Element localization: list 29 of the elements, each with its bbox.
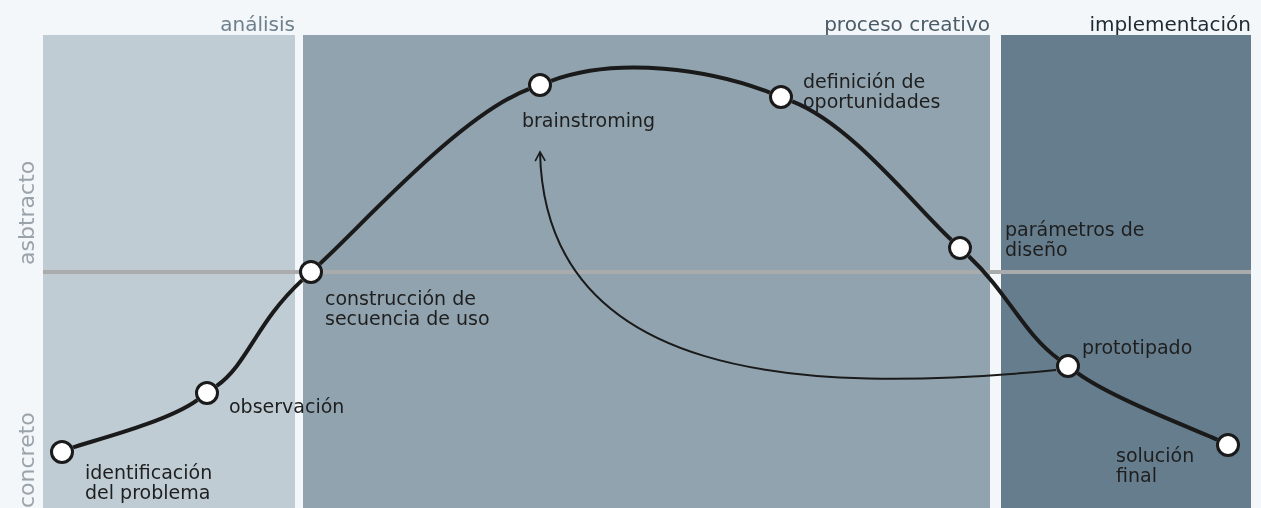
step-marker xyxy=(1216,433,1240,457)
step-label: construcción de secuencia de uso xyxy=(325,288,491,328)
process-curve xyxy=(550,65,771,95)
step-marker xyxy=(1056,354,1080,378)
phase-heading: implementación xyxy=(1089,13,1251,35)
step-marker xyxy=(948,236,972,260)
axis-label: concreto xyxy=(14,412,39,508)
step-marker xyxy=(50,440,74,464)
process-curve xyxy=(1076,371,1219,442)
feedback-arrow xyxy=(535,151,1057,380)
step-label: identificación del problema xyxy=(85,462,214,502)
step-label: solución final xyxy=(1116,445,1196,485)
step-marker xyxy=(299,260,323,284)
step-marker xyxy=(195,381,219,405)
axis-label: asbtracto xyxy=(14,160,39,265)
step-label: brainstroming xyxy=(522,110,657,130)
step-marker xyxy=(769,85,793,109)
phase-heading: análisis xyxy=(220,13,295,35)
process-curve xyxy=(72,398,199,450)
step-label: definición de oportunidades xyxy=(803,71,942,111)
phase-heading: proceso creativo xyxy=(824,13,990,35)
step-marker xyxy=(528,73,552,97)
step-label: parámetros de diseño xyxy=(1005,219,1146,259)
process-curve xyxy=(967,254,1060,361)
process-curve xyxy=(318,87,530,266)
step-label: prototipado xyxy=(1082,337,1194,357)
process-curve xyxy=(791,99,953,242)
step-label: observación xyxy=(229,396,346,416)
process-curve xyxy=(215,278,304,388)
